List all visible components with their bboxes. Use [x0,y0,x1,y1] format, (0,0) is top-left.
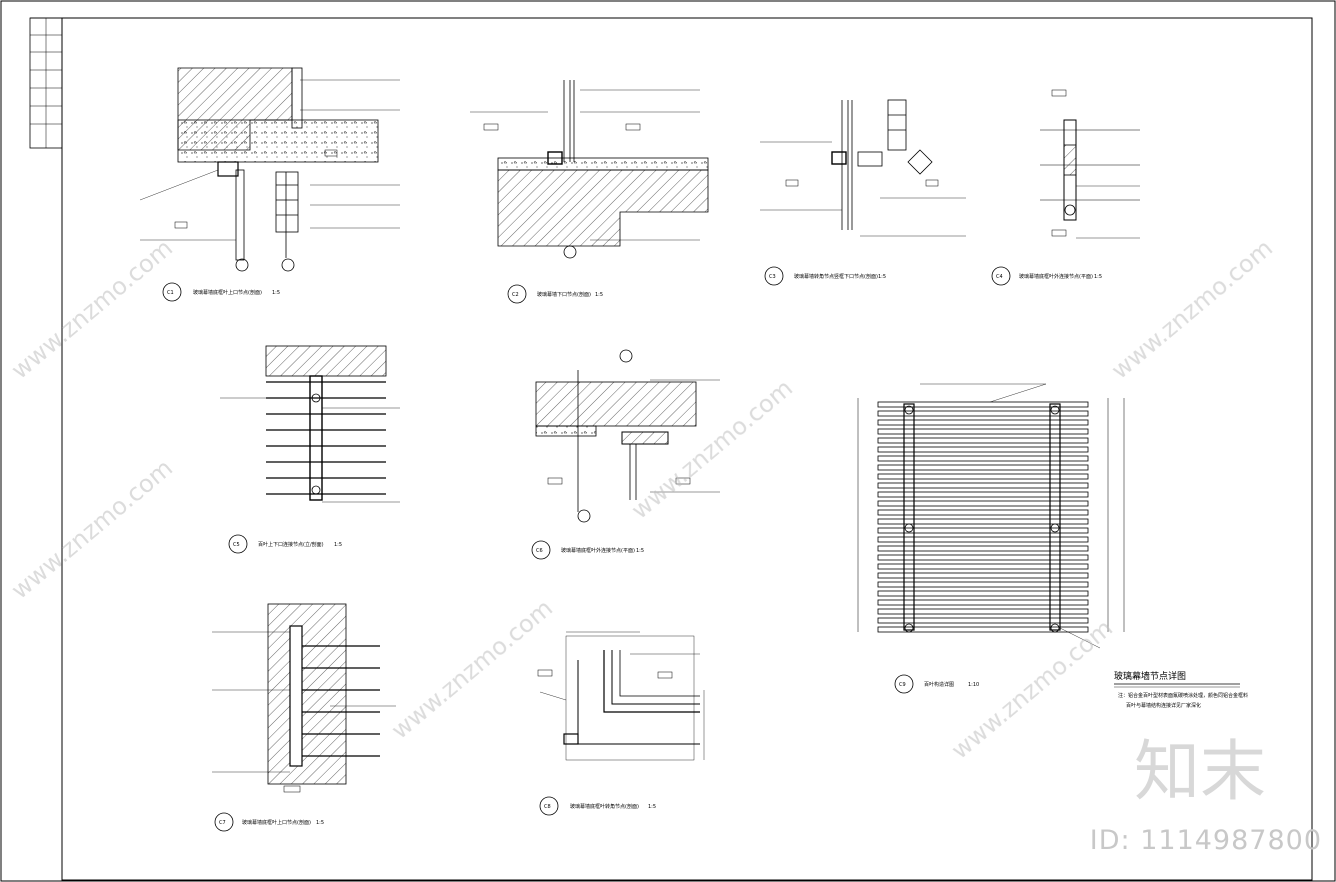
detail-c7-scale: 1:5 [316,820,324,826]
watermark-site-3: www.znzmo.com [386,594,558,745]
sheet-title: 玻璃幕墙节点详图 [1114,670,1186,682]
louver-slat [877,437,1089,444]
detail-c6-title: 玻璃幕墙底框叶外连接节点(平面) [561,547,635,554]
louver-slat [877,599,1089,606]
detail-c7-id: C7 [219,820,226,826]
detail-c9-id: C9 [899,682,906,688]
detail-c1: C1 玻璃幕墙底框叶上口节点(剖面) 1:5 [139,67,400,302]
detail-c9-title: 百叶构造详图 [924,681,954,688]
louver-slat [877,473,1089,480]
detail-c3-scale: 1:5 [878,274,886,280]
louver-slat [877,401,1089,408]
louver-slat [877,518,1089,525]
watermark-site-1: www.znzmo.com [6,234,178,385]
detail-c5-id: C5 [233,542,240,548]
detail-c5-title: 百叶上下口连接节点(立/剖面) [258,541,324,548]
detail-c6: C6 玻璃幕墙底框叶外连接节点(平面) 1:5 [531,349,720,560]
watermark-site-5: www.znzmo.com [946,614,1118,765]
detail-c9-scale: 1:10 [968,682,979,688]
detail-c2: C2 玻璃幕墙下口节点(剖面) 1:5 [470,80,709,304]
louver-slat [877,626,1089,633]
detail-c6-id: C6 [536,548,543,554]
detail-c4: C4 玻璃幕墙底框叶外连接节点(平面) 1:5 [991,89,1140,286]
detail-c8-title: 玻璃幕墙底框叶转角节点(剖面) [570,803,639,810]
detail-c1-title: 玻璃幕墙底框叶上口节点(剖面) [193,289,262,296]
watermark-layer: www.znzmo.com www.znzmo.com www.znzmo.co… [6,234,1278,765]
detail-c9: C9 百叶构造详图 1:10 [857,383,1125,694]
detail-c8-scale: 1:5 [648,804,656,810]
louver-slat [877,545,1089,552]
louver-slat [877,464,1089,471]
detail-c1-id: C1 [167,290,174,296]
sheet-note-1: 注：铝合金百叶型材表面氟碳喷涂处理，颜色同铝合金框料 [1118,692,1248,699]
sheet-title-block: 玻璃幕墙节点详图 注：铝合金百叶型材表面氟碳喷涂处理，颜色同铝合金框料 百叶与幕… [1114,670,1248,709]
detail-c3-title: 玻璃幕墙转角节点竖框下口节点(剖面) [794,273,878,280]
detail-c5-scale: 1:5 [334,542,342,548]
louver-slat [877,500,1089,507]
louver-slat [877,491,1089,498]
louver-slat [877,608,1089,615]
louver-slat [877,410,1089,417]
detail-c1-scale: 1:5 [272,290,280,296]
detail-c4-id: C4 [996,274,1003,280]
louver-slat [877,482,1089,489]
watermark-id: ID: 1114987800 [1089,825,1322,856]
sheet-note-2: 百叶与幕墙结构连接详见厂家深化 [1126,702,1201,709]
louver-slat [877,428,1089,435]
louver-slat [877,419,1089,426]
detail-c7-title: 玻璃幕墙底框叶上口节点(剖面) [242,819,311,826]
detail-c8: C8 玻璃幕墙底框叶转角节点(剖面) 1:5 [537,631,705,816]
louver-slat [877,455,1089,462]
title-strip [29,17,63,149]
detail-c8-id: C8 [544,804,551,810]
detail-c2-title: 玻璃幕墙下口节点(剖面) [537,291,591,298]
detail-c3: C3 玻璃幕墙转角节点竖框下口节点(剖面) 1:5 [760,99,966,286]
watermark-site-2: www.znzmo.com [6,454,178,605]
detail-c4-scale: 1:5 [1094,274,1102,280]
louver-slat [877,554,1089,561]
louver-slat [877,446,1089,453]
detail-c7: C7 玻璃幕墙底框叶上口节点(剖面) 1:5 [212,603,396,832]
louver-slat [877,572,1089,579]
detail-c4-title: 玻璃幕墙底框叶外连接节点(平面) [1019,273,1093,280]
louver-slat [877,563,1089,570]
louver-slat [877,590,1089,597]
louver-slat [877,509,1089,516]
watermark-brand: 知末 [1134,733,1266,810]
detail-c6-scale: 1:5 [636,548,644,554]
detail-c5: C5 百叶上下口连接节点(立/剖面) 1:5 [220,345,400,554]
watermark-site-6: www.znzmo.com [1106,234,1278,385]
louver-slat [877,581,1089,588]
louver-slat [877,527,1089,534]
detail-c3-id: C3 [769,274,776,280]
detail-c2-scale: 1:5 [595,292,603,298]
detail-c2-id: C2 [512,292,519,298]
louver-slat [877,617,1089,624]
louver-slat [877,536,1089,543]
